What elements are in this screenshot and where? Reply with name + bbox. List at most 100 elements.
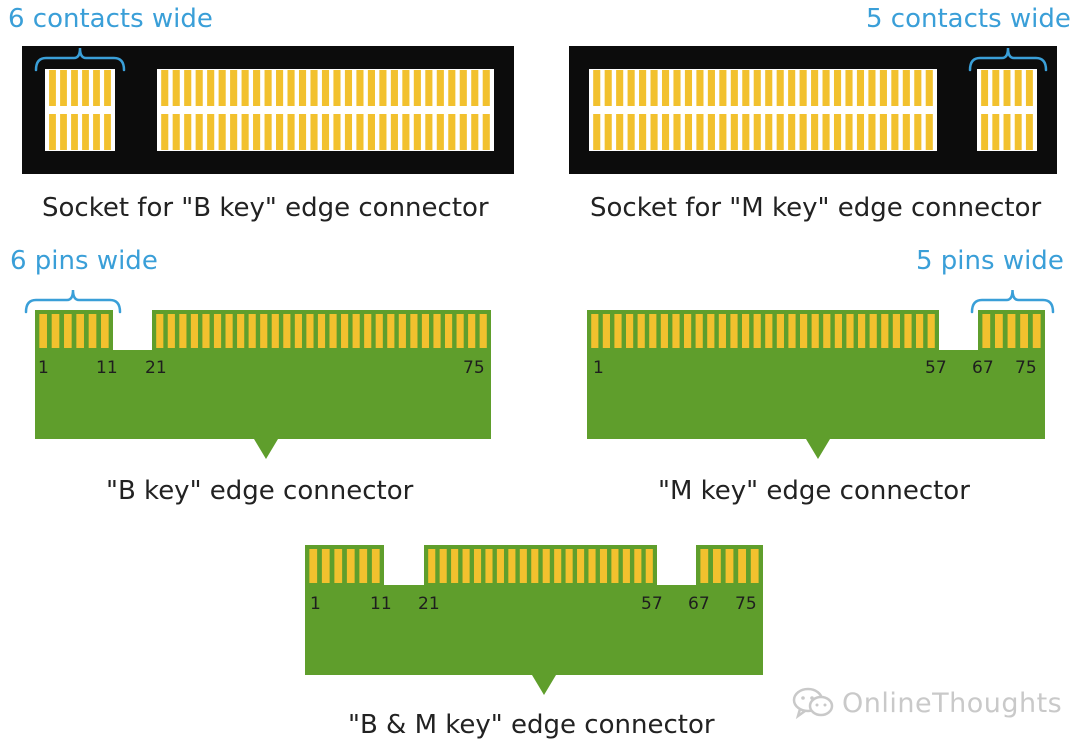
m-socket-contact — [593, 70, 601, 106]
bm-key-pin — [725, 549, 734, 583]
m-key-pin — [892, 314, 900, 348]
m-socket-contact — [902, 114, 910, 150]
b-socket-contact — [298, 114, 307, 150]
bm-key-pin — [588, 549, 596, 583]
m-socket-contact — [891, 70, 899, 106]
m-socket-contact — [811, 70, 819, 106]
b-socket-contact — [195, 70, 203, 106]
bm-key-pin — [334, 549, 343, 583]
b-socket-contact — [310, 114, 318, 150]
b-socket-contact — [49, 70, 56, 106]
m-key-notch-cut — [939, 310, 978, 350]
m-socket-contact — [719, 70, 727, 106]
m-socket-contact — [833, 114, 842, 150]
bm-key-pin — [542, 549, 550, 583]
b-socket-contact — [276, 70, 284, 106]
b-key-pin — [101, 314, 109, 348]
m-socket-contact — [707, 114, 715, 150]
bm-key-pin — [599, 549, 608, 583]
bm-key-pin — [508, 549, 516, 583]
m-socket-contact — [856, 70, 865, 106]
m-socket-contact — [845, 114, 853, 150]
bm-key-pin — [309, 549, 318, 583]
bm-key-pin — [519, 549, 527, 583]
m-key-board-notch — [807, 422, 829, 459]
b-key-pin — [329, 314, 337, 348]
m-socket-contact — [811, 114, 819, 150]
b-key-pin — [167, 314, 175, 348]
b-socket-contact — [367, 70, 375, 106]
m-socket-contact — [902, 70, 910, 106]
b-pins-width-label: 6 pins wide — [10, 246, 158, 276]
m-socket-width-label: 5 contacts wide — [866, 4, 1071, 34]
b-socket-contact — [207, 114, 215, 150]
b-socket-contact — [241, 70, 249, 106]
m-socket-contact — [604, 70, 612, 106]
b-key-notch-cut — [113, 310, 152, 350]
b-socket-contact — [459, 114, 467, 150]
b-key-pin — [341, 314, 349, 348]
b-key-pin — [237, 314, 245, 348]
b-socket-caption: Socket for "B key" edge connector — [42, 193, 489, 223]
b-socket-contact — [425, 70, 433, 106]
b-key-pin — [410, 314, 418, 348]
m-socket-contact — [696, 70, 704, 106]
m-key-pin — [927, 314, 935, 348]
bm-key-pin-label: 57 — [641, 594, 663, 614]
m-key-pin — [626, 314, 634, 348]
b-socket-contact — [298, 70, 307, 106]
b-socket-contact — [367, 114, 375, 150]
b-key-pin — [51, 314, 60, 348]
m-socket-contact — [684, 70, 693, 106]
m-key-pin — [904, 314, 912, 348]
m-socket-contact — [776, 70, 784, 106]
b-socket-contact — [82, 114, 89, 150]
bm-key-pin — [371, 549, 380, 583]
bm-key-pin-label: 1 — [310, 594, 321, 614]
m-socket-contact — [730, 70, 738, 106]
m-socket-contact — [822, 114, 830, 150]
m-socket-contact — [650, 70, 658, 106]
bm-key-pin-label: 11 — [370, 594, 392, 614]
b-socket-contact — [230, 70, 238, 106]
m-socket-contact — [788, 70, 796, 106]
m-socket-contact — [604, 114, 612, 150]
b-socket-contact — [448, 114, 456, 150]
bm-key-board-notch — [533, 658, 555, 695]
m-socket-contact — [742, 114, 750, 150]
b-socket-contact — [310, 70, 318, 106]
b-key-pin-label: 21 — [145, 358, 167, 378]
b-socket-contact — [71, 70, 78, 106]
m-key-caption: "M key" edge connector — [658, 476, 970, 506]
b-socket-contact — [172, 70, 180, 106]
m-socket-contact — [868, 70, 876, 106]
m-key-pin — [591, 314, 599, 348]
b-socket-contact — [333, 114, 341, 150]
m-key-pin — [881, 314, 889, 348]
m-socket-contact — [593, 114, 601, 150]
b-socket-contact — [321, 70, 330, 106]
m-socket-contact — [845, 70, 853, 106]
b-key-pin — [306, 314, 314, 348]
b-socket-contact — [425, 114, 433, 150]
m-socket-contact — [856, 114, 865, 150]
bm-key-pin — [359, 549, 368, 583]
b-key-pin — [398, 314, 406, 348]
m-key-pin — [788, 314, 796, 348]
b-socket-contact — [379, 114, 387, 150]
m-socket-contact — [925, 70, 933, 106]
m-socket-bracket — [968, 47, 1048, 72]
bm-key-pin — [750, 549, 759, 583]
m-key-pin — [776, 314, 784, 348]
b-socket-contact — [93, 70, 100, 106]
m-socket-contact — [799, 70, 807, 106]
bm-key-pin — [565, 549, 573, 583]
b-key-pin — [179, 314, 187, 348]
watermark-text: OnlineThoughts — [842, 687, 1063, 719]
b-socket-contact — [333, 70, 341, 106]
b-socket-contact — [104, 114, 111, 150]
b-socket-contact — [172, 114, 180, 150]
b-socket-contact — [379, 70, 387, 106]
bm-key-pin — [645, 549, 653, 583]
